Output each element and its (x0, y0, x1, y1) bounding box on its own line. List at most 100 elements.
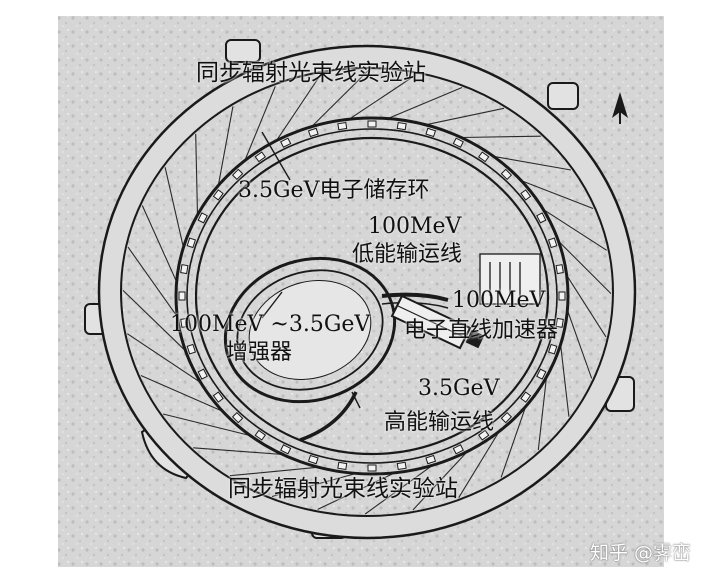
beamline (461, 135, 541, 139)
beamline (140, 374, 224, 412)
beamline (425, 107, 505, 126)
ring-magnet (307, 127, 319, 138)
north-arrow-icon (612, 92, 628, 124)
watermark: 知乎 @霁峦 (590, 542, 692, 564)
ring-magnet (231, 411, 244, 424)
ring-magnet (425, 127, 437, 138)
ring-magnet (180, 264, 189, 275)
ring-magnet (367, 464, 377, 472)
label-storage-ring: 3.5GeV电子储存环 (238, 178, 430, 203)
beamline (566, 275, 607, 338)
leader-storage-ring (261, 131, 291, 181)
ring-magnet (520, 391, 532, 403)
ring-magnet (478, 429, 490, 441)
low-energy-transport-line (381, 292, 449, 302)
label-linac: 电子直线加速器 (404, 318, 559, 343)
ring-magnet (500, 168, 513, 181)
ring-magnet (197, 368, 208, 380)
beamline (127, 246, 178, 318)
booster-ring (223, 256, 397, 404)
label-low-energy-energy: 100MeV (368, 214, 462, 239)
ring-magnet (500, 411, 513, 424)
ring-magnet (520, 189, 532, 201)
beamline (493, 155, 571, 171)
wall-bump (225, 39, 261, 63)
beamline (458, 431, 500, 498)
beamline (537, 376, 548, 451)
leader-lines (261, 131, 361, 409)
wall-bump (547, 82, 579, 110)
label-booster-energy: 100MeV ~3.5GeV (170, 312, 371, 337)
ring-magnet (280, 137, 292, 148)
ring-magnet (337, 121, 348, 131)
ring-magnet (558, 291, 566, 301)
ring-magnet (555, 264, 564, 275)
storage-ring-middle (186, 128, 558, 464)
ring-magnet (396, 461, 407, 471)
beamline (558, 240, 612, 294)
ring-magnet (186, 343, 197, 355)
ring-magnet (337, 461, 348, 471)
label-high-energy-energy: 3.5GeV (418, 376, 500, 401)
label-beamline-top: 同步辐射光束线实验站 (196, 60, 426, 86)
beamline (164, 167, 184, 248)
beamline (141, 205, 178, 283)
ring-magnet (555, 317, 564, 328)
equipment-rack (479, 253, 541, 305)
beamline (364, 464, 433, 515)
ring-magnet (178, 291, 186, 301)
ring-magnet (254, 429, 266, 441)
ring-magnet (396, 121, 407, 131)
ring-magnet (212, 391, 224, 403)
beamline (311, 69, 370, 127)
ring-magnet (254, 151, 266, 163)
beamline (217, 106, 234, 186)
linac-axis (397, 305, 467, 339)
storage-ring-outer (174, 116, 570, 476)
ring-magnet (547, 343, 558, 355)
ring-magnet (478, 151, 490, 163)
label-beamline-bottom: 同步辐射光束线实验站 (228, 476, 458, 502)
ring-magnet (212, 189, 224, 201)
leader-high-energy (351, 391, 361, 409)
beamline (317, 472, 396, 510)
storage-ring-inner (194, 136, 550, 456)
booster-inner (236, 269, 384, 391)
beamlines (122, 69, 612, 515)
linac-head (465, 329, 485, 349)
ring-magnet (197, 212, 208, 224)
ring-magnet (547, 237, 558, 249)
beamline (387, 86, 463, 120)
north-arrow-head (612, 92, 628, 118)
leader-booster (261, 291, 283, 319)
beamline (560, 344, 570, 417)
ring-magnets (178, 120, 566, 472)
ring-magnet (280, 444, 292, 455)
beamline (566, 310, 593, 379)
beamline (193, 447, 283, 456)
beamline (542, 208, 607, 251)
high-energy-transport-line (299, 391, 358, 442)
beamline (122, 290, 186, 352)
ring-magnet (452, 137, 464, 148)
beamline (271, 472, 357, 498)
label-linac-energy: 100MeV (452, 288, 546, 313)
ring-magnet (307, 454, 319, 465)
beamline (500, 406, 527, 478)
beamline (412, 451, 468, 511)
ring-magnet (536, 212, 547, 224)
beamline (276, 73, 322, 141)
ring-magnet (231, 168, 244, 181)
label-booster: 增强器 (226, 340, 293, 365)
label-low-energy-line: 低能输运线 (352, 242, 463, 267)
ring-magnet (452, 444, 464, 455)
ring-magnet (186, 237, 197, 249)
beamline (229, 466, 319, 477)
beamline (244, 86, 276, 161)
beamline (162, 413, 251, 437)
ring-magnet (180, 317, 189, 328)
linear-accelerator (390, 294, 485, 350)
beamline (348, 74, 417, 120)
